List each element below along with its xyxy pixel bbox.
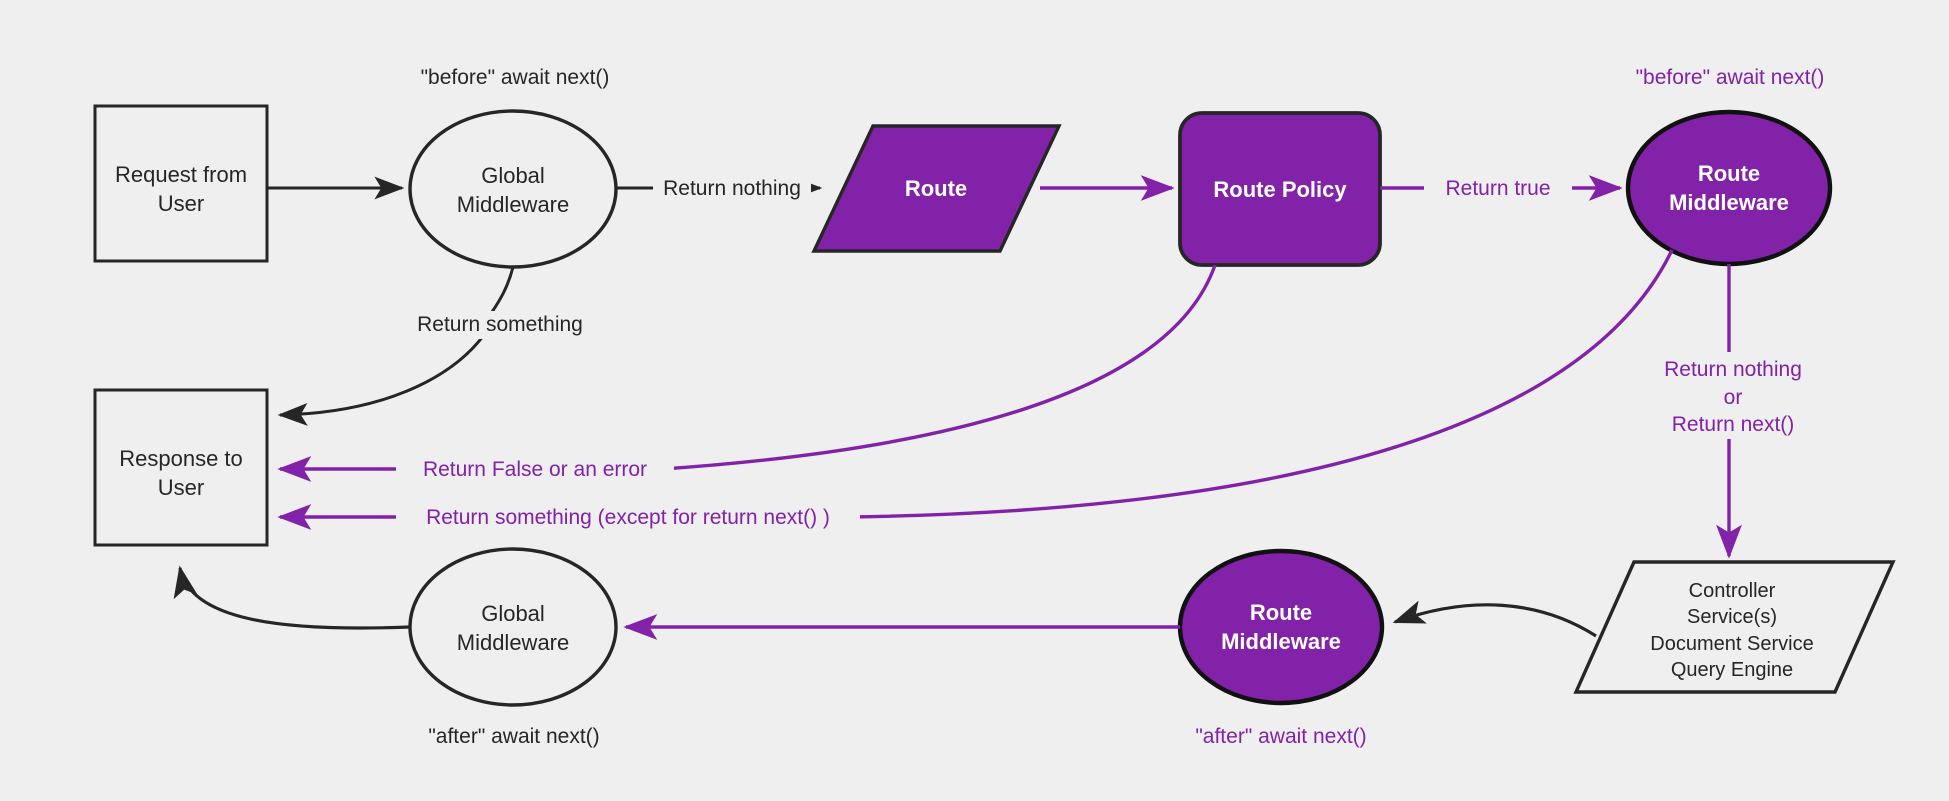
annotation-before-await-next-global-middleware: "before" await next() xyxy=(420,66,610,89)
edge-label-return-false-or-error: Return False or an error xyxy=(396,456,674,484)
annotation-after-await-next-global-middleware: "after" await next() xyxy=(428,725,600,748)
node-route-middleware-bottom xyxy=(1177,548,1385,706)
edge-route-middleware-to-response-curve xyxy=(847,249,1674,519)
node-global-middleware-top xyxy=(408,109,618,269)
edge-label-return-nothing: Return nothing xyxy=(653,175,811,203)
annotation-before-await-next-route-middleware: "before" await next() xyxy=(1635,66,1825,89)
annotation-after-await-next-route-middleware: "after" await next() xyxy=(1195,725,1367,748)
edge-label-return-true: Return true xyxy=(1424,175,1572,203)
edge-label-return-something: Return something xyxy=(400,311,600,339)
edge-label-return-nothing-or-next: Return nothing or Return next() xyxy=(1629,356,1837,440)
edge-label-return-something-except-next: Return something (except for return next… xyxy=(396,504,860,532)
node-request-from-user xyxy=(93,104,269,263)
edge-controller-to-route-middleware-bottom xyxy=(1392,600,1597,638)
node-route xyxy=(811,124,1062,253)
node-controller-stack xyxy=(1573,560,1896,694)
node-route-policy xyxy=(1178,111,1382,267)
node-global-middleware-bottom xyxy=(408,547,618,707)
edge-global-middleware-to-response-upper xyxy=(490,266,515,313)
node-response-to-user xyxy=(93,388,269,547)
edge-route-policy-to-response-curve xyxy=(662,264,1217,471)
edge-global-middleware-to-response-lower xyxy=(277,334,486,426)
node-route-middleware-top xyxy=(1625,109,1833,267)
edge-global-middleware-bottom-to-response xyxy=(173,565,411,630)
